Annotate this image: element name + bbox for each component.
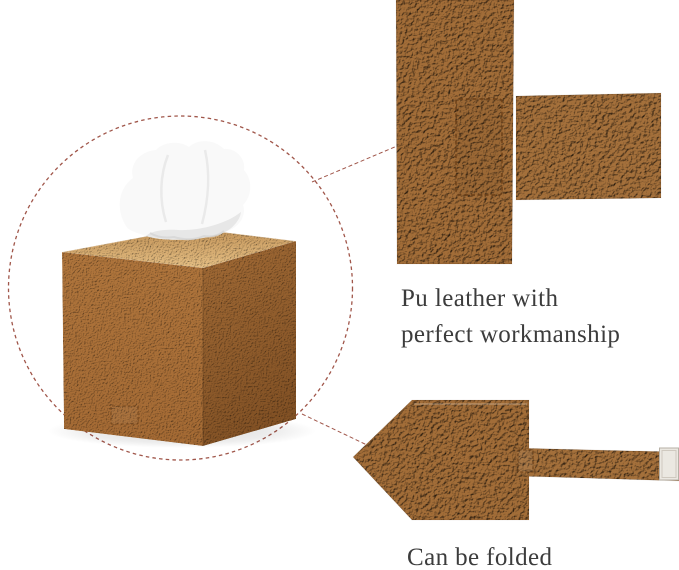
leather-strap-bottom bbox=[515, 447, 679, 482]
leather-strap-top bbox=[515, 92, 662, 201]
caption-workmanship: Pu leather with perfect workmanship bbox=[401, 281, 620, 353]
tissue-box-cover-photo bbox=[48, 141, 316, 448]
leather-panel bbox=[395, 0, 515, 265]
strap-stitch-square bbox=[517, 449, 534, 473]
caption-workmanship-line2: perfect workmanship bbox=[401, 321, 621, 348]
callout-line-bottom bbox=[301, 413, 368, 446]
tissue-crease-right bbox=[200, 149, 210, 225]
callout-line-top bbox=[311, 145, 398, 183]
caption-folded: Can be folded bbox=[407, 544, 553, 570]
dashed-highlight-circle bbox=[7, 115, 354, 461]
tissue-gather-line bbox=[149, 230, 225, 241]
tissue-bottom-shade bbox=[146, 212, 241, 240]
folded-flap-with-strap-photo bbox=[352, 399, 679, 521]
cube-right-face bbox=[203, 241, 296, 446]
stitched-strap-detail-photo bbox=[395, 0, 662, 265]
caption-workmanship-line1: Pu leather with bbox=[401, 285, 559, 312]
stitch-rectangle bbox=[455, 98, 503, 196]
folded-flap bbox=[352, 399, 530, 521]
tissue bbox=[119, 141, 251, 240]
tissue-crease-left bbox=[160, 154, 170, 223]
cube-front-face bbox=[62, 252, 203, 446]
front-stitch-tab bbox=[110, 405, 139, 425]
strap-clasp-stitch bbox=[661, 450, 677, 478]
cube-top-face bbox=[62, 228, 296, 268]
